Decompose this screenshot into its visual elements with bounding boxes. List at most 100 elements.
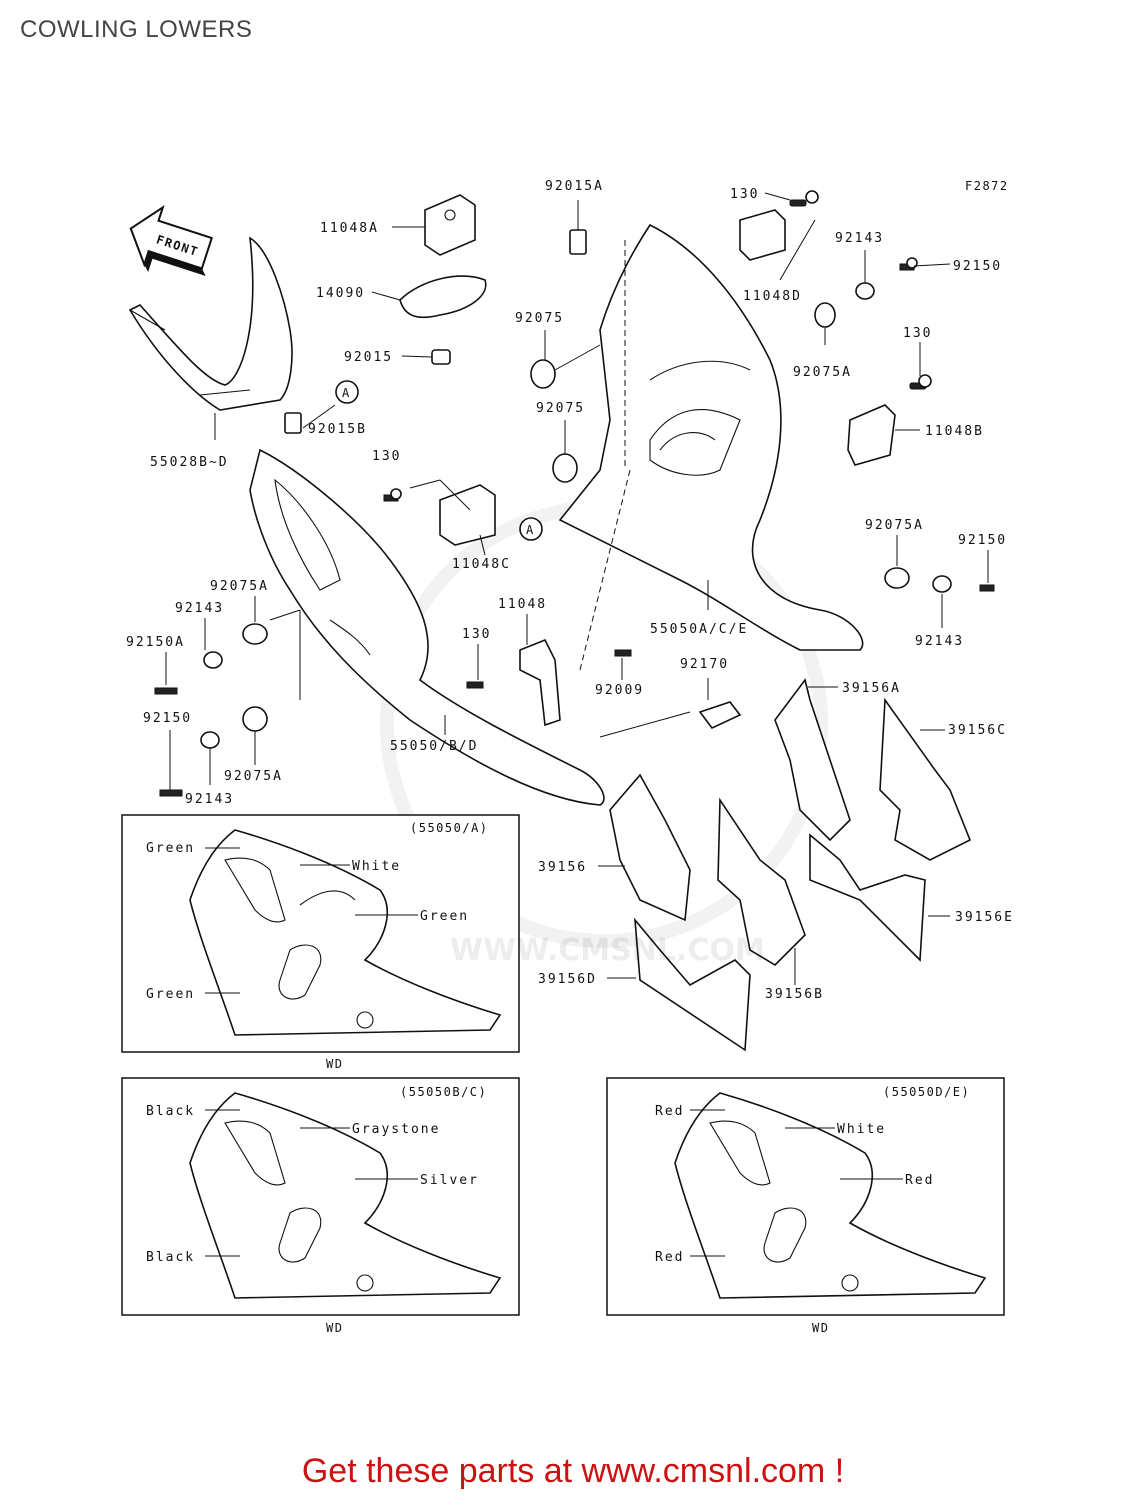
color-label-top-left: Black	[146, 1104, 195, 1119]
dashed-guides	[579, 240, 631, 671]
pad-39156D	[633, 917, 751, 1052]
label-11048B: 11048B	[925, 424, 984, 439]
label-11048C: 11048C	[452, 557, 511, 572]
part-labels: 11048A 14090 92015 92015B 55028B~D 92015…	[126, 179, 1012, 1002]
nut-92143-top	[855, 282, 875, 300]
color-box-code: (55050B/C)	[400, 1085, 487, 1099]
callout-a-top: A	[335, 380, 359, 404]
color-label-top-left: Green	[146, 841, 195, 856]
label-92143-low: 92143	[185, 792, 234, 807]
color-label-low-left: Green	[146, 987, 195, 1002]
figure-code: F2872	[965, 179, 1009, 193]
bracket-11048	[519, 638, 561, 727]
color-label-mid-right: Green	[420, 909, 469, 924]
front-arrow-icon: FRONT	[129, 205, 214, 277]
color-box-code: (55050D/E)	[883, 1085, 970, 1099]
label-55028: 55028B~D	[150, 455, 229, 470]
pad-39156	[609, 773, 691, 922]
clip-92015B	[284, 412, 302, 434]
label-39156D: 39156D	[538, 972, 597, 987]
bracket-11048D	[739, 209, 786, 261]
pad-39156C	[879, 697, 972, 861]
label-130-top: 130	[730, 187, 759, 202]
color-label-top-right: White	[352, 859, 401, 874]
grommet-92075A-right	[884, 567, 910, 589]
nut-92143-low	[200, 731, 220, 749]
footer-promo-link[interactable]: Get these parts at www.cmsnl.com !	[301, 1452, 845, 1490]
label-39156C: 39156C	[948, 723, 1007, 738]
color-box-footnote: WD	[812, 1321, 829, 1335]
nut-92143-left	[203, 651, 223, 669]
color-box-55050A: (55050/A) Green White Green Green WD	[121, 814, 520, 1071]
label-11048A: 11048A	[320, 221, 379, 236]
label-92015B: 92015B	[308, 422, 367, 437]
label-55050BD: 55050/B/D	[390, 739, 478, 754]
clip-92170	[698, 701, 742, 729]
label-130-right: 130	[903, 326, 932, 341]
label-39156B: 39156B	[765, 987, 824, 1002]
color-box-55050DE: (55050D/E) Red White Red Red WD	[606, 1077, 1005, 1335]
label-39156: 39156	[538, 860, 587, 875]
color-label-top-right: White	[837, 1122, 886, 1137]
label-14090: 14090	[316, 286, 365, 301]
label-55050ACE: 55050A/C/E	[650, 622, 748, 637]
svg-text:A: A	[342, 386, 351, 400]
bolt-92009	[614, 649, 632, 657]
label-92150-low: 92150	[143, 711, 192, 726]
label-92015: 92015	[344, 350, 393, 365]
pad-39156E	[809, 833, 926, 962]
bracket-11048A	[424, 194, 476, 256]
color-box-footnote: WD	[326, 1321, 343, 1335]
color-label-top-left: Red	[655, 1104, 684, 1119]
color-label-low-left: Red	[655, 1250, 684, 1265]
label-11048: 11048	[498, 597, 547, 612]
label-92075A-low: 92075A	[224, 769, 283, 784]
bolt-130-right	[909, 374, 932, 390]
watermark-text: WWW.CMSNL.COM	[450, 933, 765, 968]
svg-text:A: A	[526, 523, 535, 537]
label-92170: 92170	[680, 657, 729, 672]
grommet-92075-1	[530, 359, 556, 389]
exploded-parts-diagram: F2872 FRONT	[121, 179, 1012, 1335]
label-130-mid: 130	[372, 449, 401, 464]
leader-lines	[165, 192, 989, 985]
grommet-92075A-low	[242, 706, 268, 732]
bolt-92150-low	[159, 789, 183, 797]
lower-cowl-left	[249, 448, 605, 806]
label-92143-top: 92143	[835, 231, 884, 246]
label-92075A-left: 92075A	[210, 579, 269, 594]
color-label-low-left: Black	[146, 1250, 195, 1265]
nut-92015	[431, 349, 451, 365]
label-92075-2: 92075	[536, 401, 585, 416]
label-11048D: 11048D	[743, 289, 802, 304]
label-92009: 92009	[595, 683, 644, 698]
pad-39156A	[774, 678, 851, 842]
label-39156A: 39156A	[842, 681, 901, 696]
bolt-92150-top	[899, 257, 918, 271]
label-130-low: 130	[462, 627, 491, 642]
bolt-92150-right	[979, 584, 995, 592]
grommet-92075A-top	[814, 302, 836, 328]
callout-a-mid: A	[519, 517, 543, 541]
label-92075A-top: 92075A	[793, 365, 852, 380]
bolt-130-top	[789, 190, 819, 207]
inner-cowl-upper	[128, 236, 293, 411]
color-label-mid-right: Red	[905, 1173, 934, 1188]
cover-14090	[399, 275, 487, 319]
label-92150A: 92150A	[126, 635, 185, 650]
label-92143-right: 92143	[915, 634, 964, 649]
clip-92015A	[569, 229, 587, 255]
grommet-92075-2	[552, 453, 578, 483]
color-box-footnote: WD	[326, 1057, 343, 1071]
bracket-11048B	[847, 404, 896, 466]
color-box-code: (55050/A)	[410, 821, 489, 835]
color-label-mid-right: Silver	[420, 1173, 479, 1188]
label-92015A: 92015A	[545, 179, 604, 194]
nut-92143-right	[932, 575, 952, 593]
bolt-92150A	[154, 687, 178, 695]
label-92150-right: 92150	[958, 533, 1007, 548]
bolt-130-mid	[383, 488, 402, 502]
bolt-130-low	[466, 681, 484, 689]
bracket-11048C	[439, 484, 496, 546]
color-box-55050BC: (55050B/C) Black Graystone Silver Black …	[121, 1077, 520, 1335]
